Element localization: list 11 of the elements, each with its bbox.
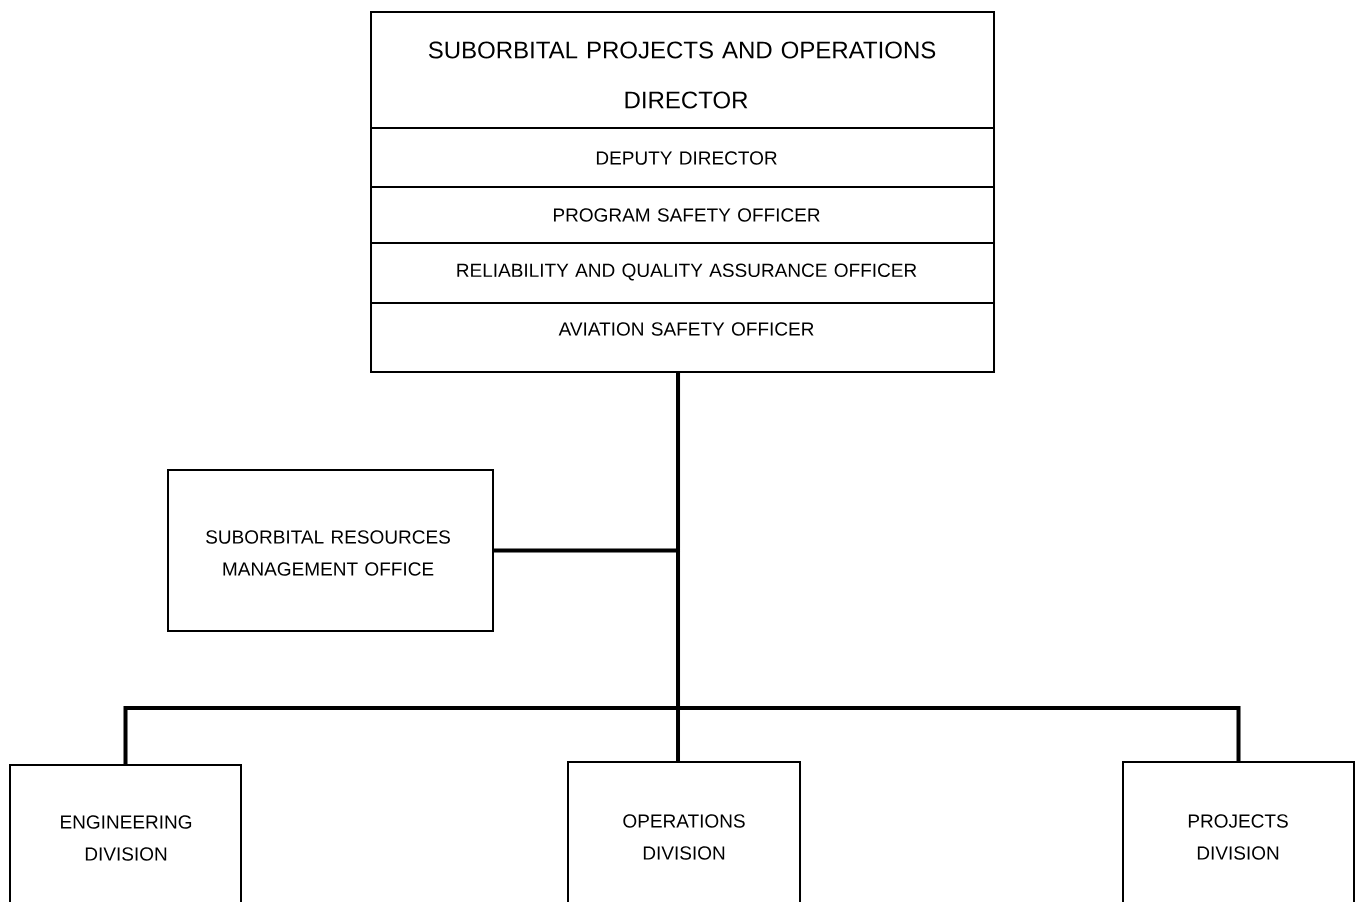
box-title: SUBORBITAL PROJECTS AND OPERATIONS xyxy=(428,41,936,59)
box-label: OPERATIONS DIVISION xyxy=(623,814,745,860)
box-title: DIRECTOR xyxy=(625,91,748,109)
box-label: RELIABILITY AND QUALITY ASSURANCE OFFICER xyxy=(457,263,917,281)
box-label: PROJECTS DIVISION xyxy=(1188,814,1288,860)
box-label: DEPUTY DIRECTOR xyxy=(596,151,777,165)
box-label: ENGINEERING DIVISION xyxy=(61,815,192,861)
box-label: AVIATION SAFETY OFFICER xyxy=(558,322,814,336)
box-label: SUBORBITAL RESOURCES MANAGEMENT OFFICE xyxy=(206,530,450,576)
connector-line xyxy=(676,373,1241,761)
box-label: PROGRAM SAFETY OFFICER xyxy=(554,208,820,222)
